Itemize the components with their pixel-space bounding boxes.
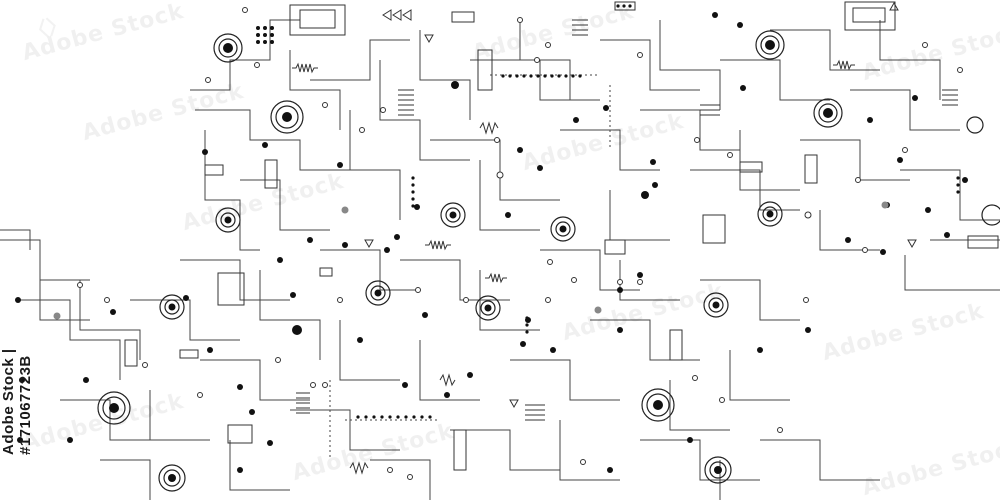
component-layer	[124, 1, 999, 475]
trace-layer	[0, 19, 1000, 500]
pad-layer	[15, 4, 1000, 492]
stock-id-watermark: Adobe Stock | #171067723B	[0, 348, 34, 455]
